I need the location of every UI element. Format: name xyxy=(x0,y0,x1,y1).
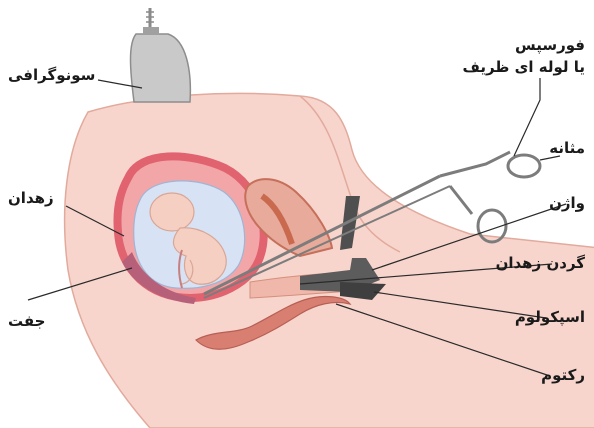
label-vagina: واژن xyxy=(549,194,585,212)
label-forceps-line1: فورسپس xyxy=(515,36,585,55)
label-placenta: جفت xyxy=(8,312,46,330)
label-speculum: اسپکولوم xyxy=(515,308,585,327)
label-rectum: رکتوم xyxy=(541,366,585,384)
label-ultrasound: سونوگرافی xyxy=(8,66,95,84)
label-cervix: گردن زهدان xyxy=(496,254,586,272)
label-bladder: مثانه xyxy=(549,139,585,157)
label-forceps-line2: یا لوله ای ظریف xyxy=(462,58,585,76)
label-uterus: زهدان xyxy=(8,189,54,207)
